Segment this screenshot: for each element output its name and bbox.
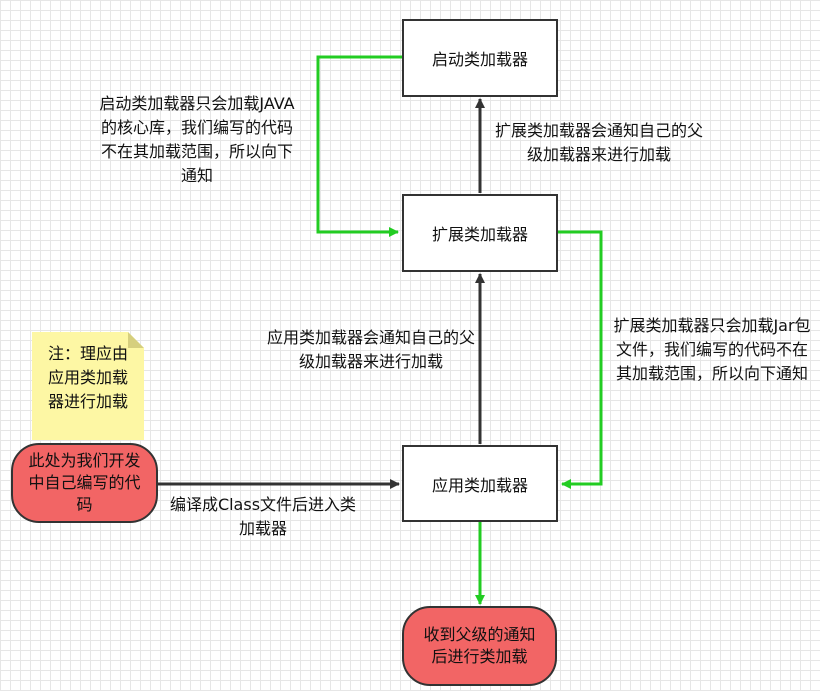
compile-label: 编译成Class文件后进入类加载器 — [169, 495, 357, 538]
arrow-ext-to-app — [558, 230, 603, 489]
bootstrap-loader-box: 启动类加载器 — [402, 19, 558, 97]
application-loader-box: 应用类加载器 — [402, 445, 558, 522]
extension-loader-box: 扩展类加载器 — [402, 194, 558, 272]
own-code-label: 此处为我们开发中自己编写的代码 — [28, 451, 141, 514]
sticky-note-text: 注：理应由应用类加载器进行加载 — [47, 344, 128, 411]
arrow-boot-to-ext — [316, 55, 402, 237]
application-loader-label: 应用类加载器 — [431, 475, 528, 495]
ext-note-label: 扩展类加载器只会加载Jar包文件，我们编写的代码不在其加载范围，所以向下通知 — [613, 316, 811, 383]
own-code-node: 此处为我们开发中自己编写的代码 — [11, 443, 158, 523]
bootstrap-note-label: 启动类加载器只会加载JAVA的核心库，我们编写的代码不在其加载范围，所以向下通知 — [99, 94, 295, 185]
sticky-note: 注：理应由应用类加载器进行加载 — [32, 332, 144, 440]
bootstrap-loader-label: 启动类加载器 — [431, 50, 528, 69]
received-node: 收到父级的通知后进行类加载 — [402, 606, 557, 686]
received-label: 收到父级的通知后进行类加载 — [423, 625, 536, 666]
extension-loader-label: 扩展类加载器 — [431, 225, 528, 244]
app-to-ext-label: 应用类加载器会通知自己的父级加载器来进行加载 — [266, 328, 475, 371]
ext-to-boot-label: 扩展类加载器会通知自己的父级加载器来进行加载 — [494, 121, 703, 164]
